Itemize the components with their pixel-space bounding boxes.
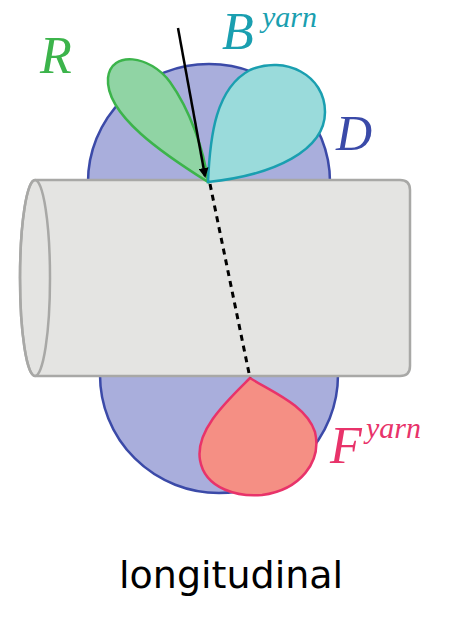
caption: longitudinal xyxy=(119,556,343,594)
lobe-label: R xyxy=(40,30,72,82)
reflection-lobe xyxy=(108,59,208,182)
superscript: yarn xyxy=(262,2,317,32)
transmission-line xyxy=(210,184,250,378)
lobe-label: B xyxy=(222,6,254,58)
region-label: D xyxy=(336,108,372,158)
lobe-label: F xyxy=(330,420,362,472)
superscript: yarn xyxy=(366,413,421,443)
forward-lobe xyxy=(199,378,316,495)
incident-arrow xyxy=(178,28,205,176)
back-lobe xyxy=(208,65,325,182)
